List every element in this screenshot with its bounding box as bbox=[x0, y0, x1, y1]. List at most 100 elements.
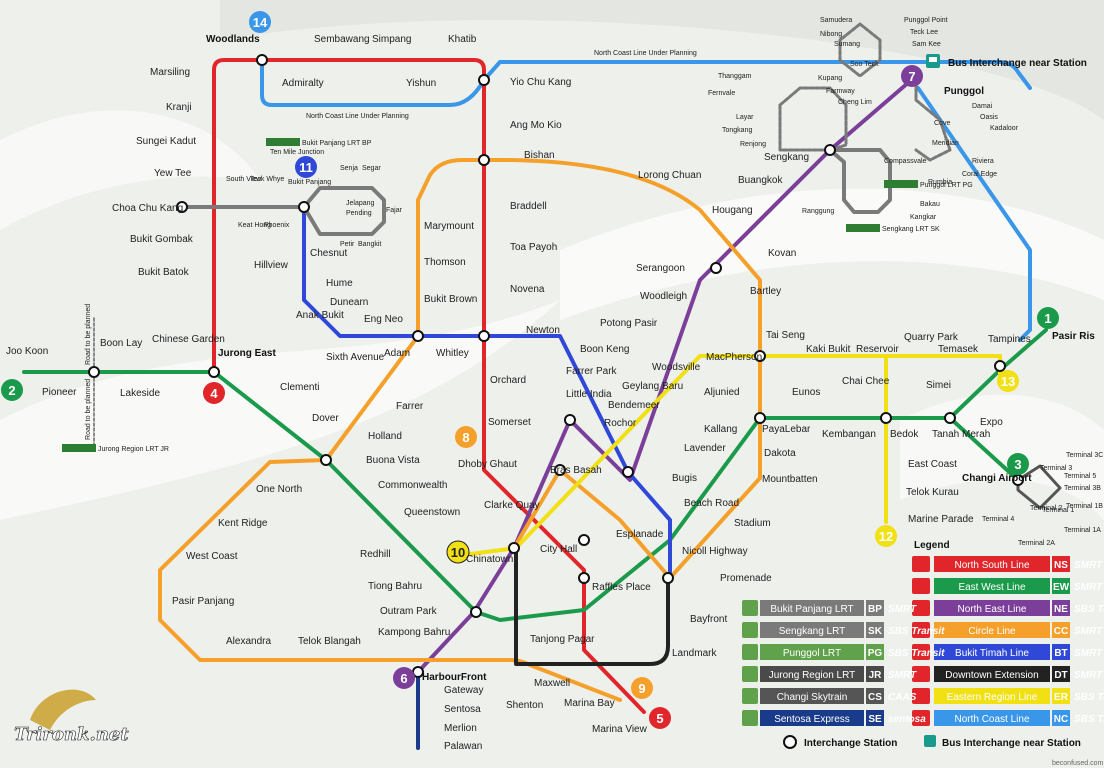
bus-legend-label: Bus Interchange near Station bbox=[942, 738, 1081, 749]
station-segar: Segar bbox=[362, 165, 381, 172]
lrt-icon bbox=[742, 600, 758, 616]
station-serangoon: Serangoon bbox=[636, 263, 685, 274]
station-temasek: Temasek bbox=[938, 344, 979, 355]
station-promenade: Promenade bbox=[720, 573, 772, 584]
station-kampong-bahru: Kampong Bahru bbox=[378, 627, 450, 638]
station-terminal-4: Terminal 4 bbox=[982, 516, 1014, 523]
station-rumbia: Rumbia bbox=[928, 179, 952, 186]
station-west-coast: West Coast bbox=[186, 551, 238, 562]
lrt-icon bbox=[742, 622, 758, 638]
station-kranji: Kranji bbox=[166, 102, 192, 113]
line-name: Bukit Panjang LRT bbox=[770, 604, 853, 615]
badge-3: 3 bbox=[1007, 453, 1029, 475]
station-ranggung: Ranggung bbox=[802, 208, 834, 215]
station-terminal-3c: Terminal 3C bbox=[1066, 452, 1103, 459]
north-south-line bbox=[212, 58, 646, 714]
line-bar bbox=[760, 622, 864, 638]
line-code: NE bbox=[1054, 604, 1068, 615]
train-icon bbox=[912, 600, 930, 616]
interchange-raffles-place bbox=[578, 572, 590, 584]
station-khatib: Khatib bbox=[448, 34, 477, 45]
station-yishun: Yishun bbox=[406, 78, 436, 89]
sengkang-lrt bbox=[828, 148, 892, 214]
station-marymount: Marymount bbox=[424, 221, 474, 232]
svg-text:9: 9 bbox=[638, 681, 645, 696]
downtown-extension bbox=[514, 546, 670, 666]
line-code-box bbox=[866, 710, 884, 726]
interchange-bukit-panjang bbox=[298, 201, 310, 213]
badge-8: 8 bbox=[455, 426, 477, 448]
interchange-newton bbox=[478, 330, 490, 342]
station-woodleigh: Woodleigh bbox=[640, 291, 687, 302]
operator-name: SMRT bbox=[888, 604, 917, 615]
east-west-line-airport bbox=[948, 416, 1020, 482]
train-icon bbox=[912, 622, 930, 638]
station-beach-road: Beach Road bbox=[684, 498, 739, 509]
station-sembawang: Sembawang bbox=[314, 34, 370, 45]
badge-12: 12 bbox=[875, 525, 897, 547]
station-farrer: Farrer bbox=[396, 401, 424, 412]
interchange-buona-vista bbox=[320, 454, 332, 466]
station-tanah-merah: Tanah Merah bbox=[932, 429, 990, 440]
station-bedok: Bedok bbox=[890, 429, 919, 440]
operator-name: SMRT bbox=[1074, 582, 1103, 593]
line-code-box bbox=[866, 600, 884, 616]
station-clarke-quay: Clarke Quay bbox=[484, 500, 540, 511]
lrt-icon bbox=[742, 710, 758, 726]
station-terminal-1a: Terminal 1A bbox=[1064, 527, 1101, 534]
line-bar bbox=[934, 666, 1050, 682]
station-esplanade: Esplanade bbox=[616, 529, 664, 540]
line-name: Punggol LRT bbox=[783, 648, 841, 659]
line-code-box bbox=[1052, 600, 1070, 616]
station-marina-bay: Marina Bay bbox=[564, 698, 615, 709]
svg-text:10: 10 bbox=[451, 545, 465, 560]
line-code-box bbox=[1052, 556, 1070, 572]
station-petir: Petir bbox=[340, 241, 355, 248]
station-geylang-baru: Geylang Baru bbox=[622, 381, 683, 392]
road-planned-1: Road to be planned bbox=[85, 304, 92, 365]
station-hougang: Hougang bbox=[712, 205, 753, 216]
line-code-box bbox=[1052, 644, 1070, 660]
train-icon bbox=[912, 688, 930, 704]
svg-text:11: 11 bbox=[299, 160, 313, 175]
planning-label-top: North Coast Line Under Planning bbox=[594, 50, 697, 57]
station-reservoir: Reservoir bbox=[856, 344, 899, 355]
station-tampines: Tampines bbox=[988, 334, 1031, 345]
operator-name: SBS Transit bbox=[888, 626, 945, 637]
line-code: DT bbox=[1054, 670, 1067, 681]
lrt-tag-pg: Punggol LRT PG bbox=[884, 180, 973, 189]
station-cheng-lim: Cheng Lim bbox=[838, 99, 872, 106]
line-bar bbox=[760, 666, 864, 682]
planning-label-bottom: North Coast Line Under Planning bbox=[306, 113, 409, 120]
operator-name: SMRT bbox=[1074, 626, 1103, 637]
station-yio-chu-kang: Yio Chu Kang bbox=[510, 77, 571, 88]
train-icon bbox=[912, 556, 930, 572]
station-soo-teck: Soo Teck bbox=[850, 61, 879, 68]
station-landmark: Landmark bbox=[672, 648, 717, 659]
station-potong-pasir: Potong Pasir bbox=[600, 318, 658, 329]
line-bar bbox=[934, 644, 1050, 660]
station-simpang: Simpang bbox=[372, 34, 411, 45]
road-planned-2: Road to be planned bbox=[85, 379, 92, 440]
station-terminal-2: Terminal 2 bbox=[1030, 505, 1062, 512]
station-jurong-east: Jurong East bbox=[218, 348, 276, 359]
interchange-bugis bbox=[622, 466, 634, 478]
station-orchard: Orchard bbox=[490, 375, 526, 386]
station-sumang: Sumang bbox=[834, 41, 860, 48]
station-tiong-bahru: Tiong Bahru bbox=[368, 581, 422, 592]
station-bendemeer: Bendemeer bbox=[608, 400, 660, 411]
line-bar bbox=[934, 688, 1050, 704]
line-bar bbox=[760, 600, 864, 616]
station-oasis: Oasis bbox=[980, 114, 998, 121]
station-pioneer: Pioneer bbox=[42, 387, 77, 398]
svg-text:Sengkang LRT SK: Sengkang LRT SK bbox=[882, 226, 940, 233]
svg-text:3: 3 bbox=[1014, 457, 1021, 472]
station-samudera: Samudera bbox=[820, 17, 852, 24]
line-code: NS bbox=[1054, 560, 1068, 571]
station-holland: Holland bbox=[368, 431, 402, 442]
